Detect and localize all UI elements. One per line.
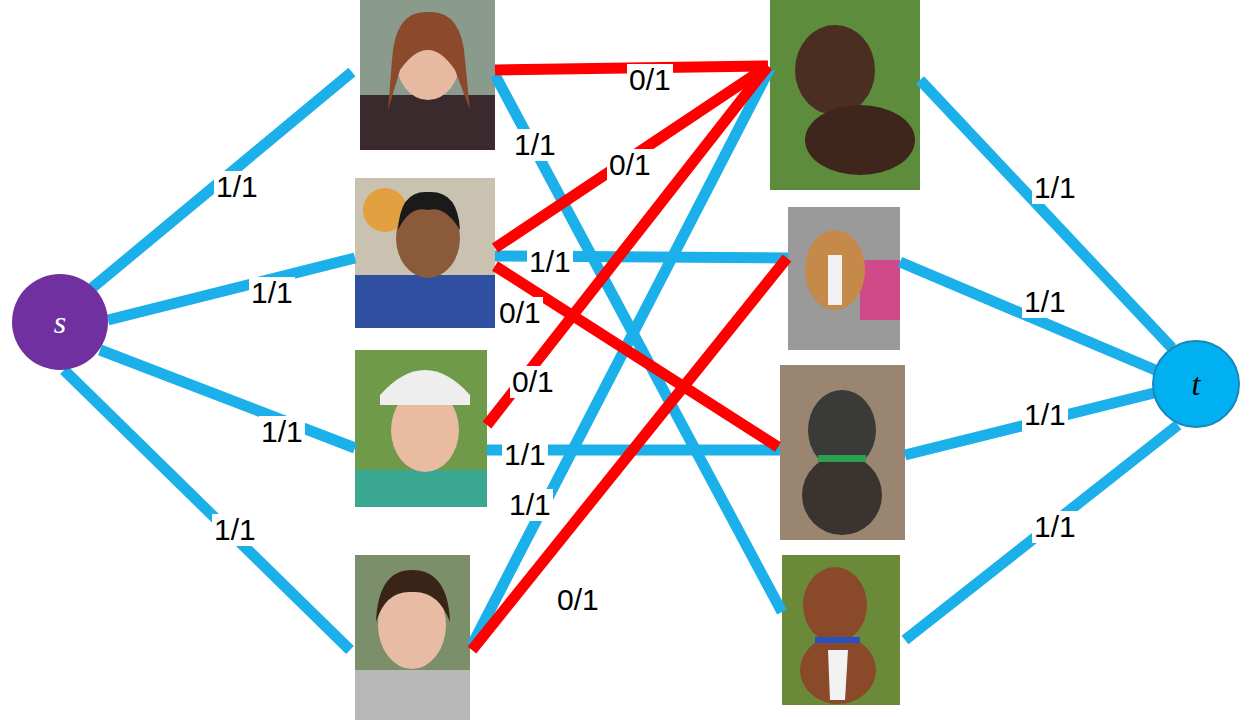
dog-photo	[780, 365, 905, 540]
flow-capacity-label: 0/1	[627, 64, 673, 96]
flow-capacity-label: 1/1	[1032, 172, 1078, 204]
flow-capacity-label: 1/1	[512, 129, 558, 161]
flow-capacity-label: 1/1	[527, 246, 573, 278]
flow-capacity-label: 1/1	[507, 489, 553, 521]
sink-node: t	[1152, 340, 1240, 428]
dog-photo	[788, 207, 900, 350]
flow-capacity-label: 0/1	[607, 149, 653, 181]
unmatched-line	[472, 66, 787, 650]
node-label: t	[1192, 368, 1201, 400]
dog-photo	[770, 0, 920, 190]
node-label: s	[54, 306, 66, 338]
matched-line	[472, 68, 788, 645]
person-photo	[355, 555, 470, 720]
flow-capacity-label: 1/1	[1022, 399, 1068, 431]
flow-capacity-label: 1/1	[1032, 511, 1078, 543]
person-photo	[360, 0, 495, 150]
flow-capacity-label: 1/1	[1022, 286, 1068, 318]
dog-photo	[782, 555, 900, 705]
flow-capacity-label: 1/1	[502, 439, 548, 471]
flow-capacity-label: 0/1	[510, 366, 556, 398]
flow-capacity-label: 1/1	[212, 514, 258, 546]
source-node: s	[12, 274, 108, 370]
flow-capacity-label: 1/1	[249, 277, 295, 309]
flow-capacity-label: 1/1	[259, 416, 305, 448]
flow-capacity-label: 1/1	[214, 171, 260, 203]
person-photo	[355, 178, 495, 328]
flow-capacity-label: 0/1	[497, 297, 543, 329]
person-photo	[355, 350, 487, 507]
flow-line	[900, 80, 1178, 640]
flow-line	[64, 72, 355, 650]
flow-capacity-label: 0/1	[555, 584, 601, 616]
